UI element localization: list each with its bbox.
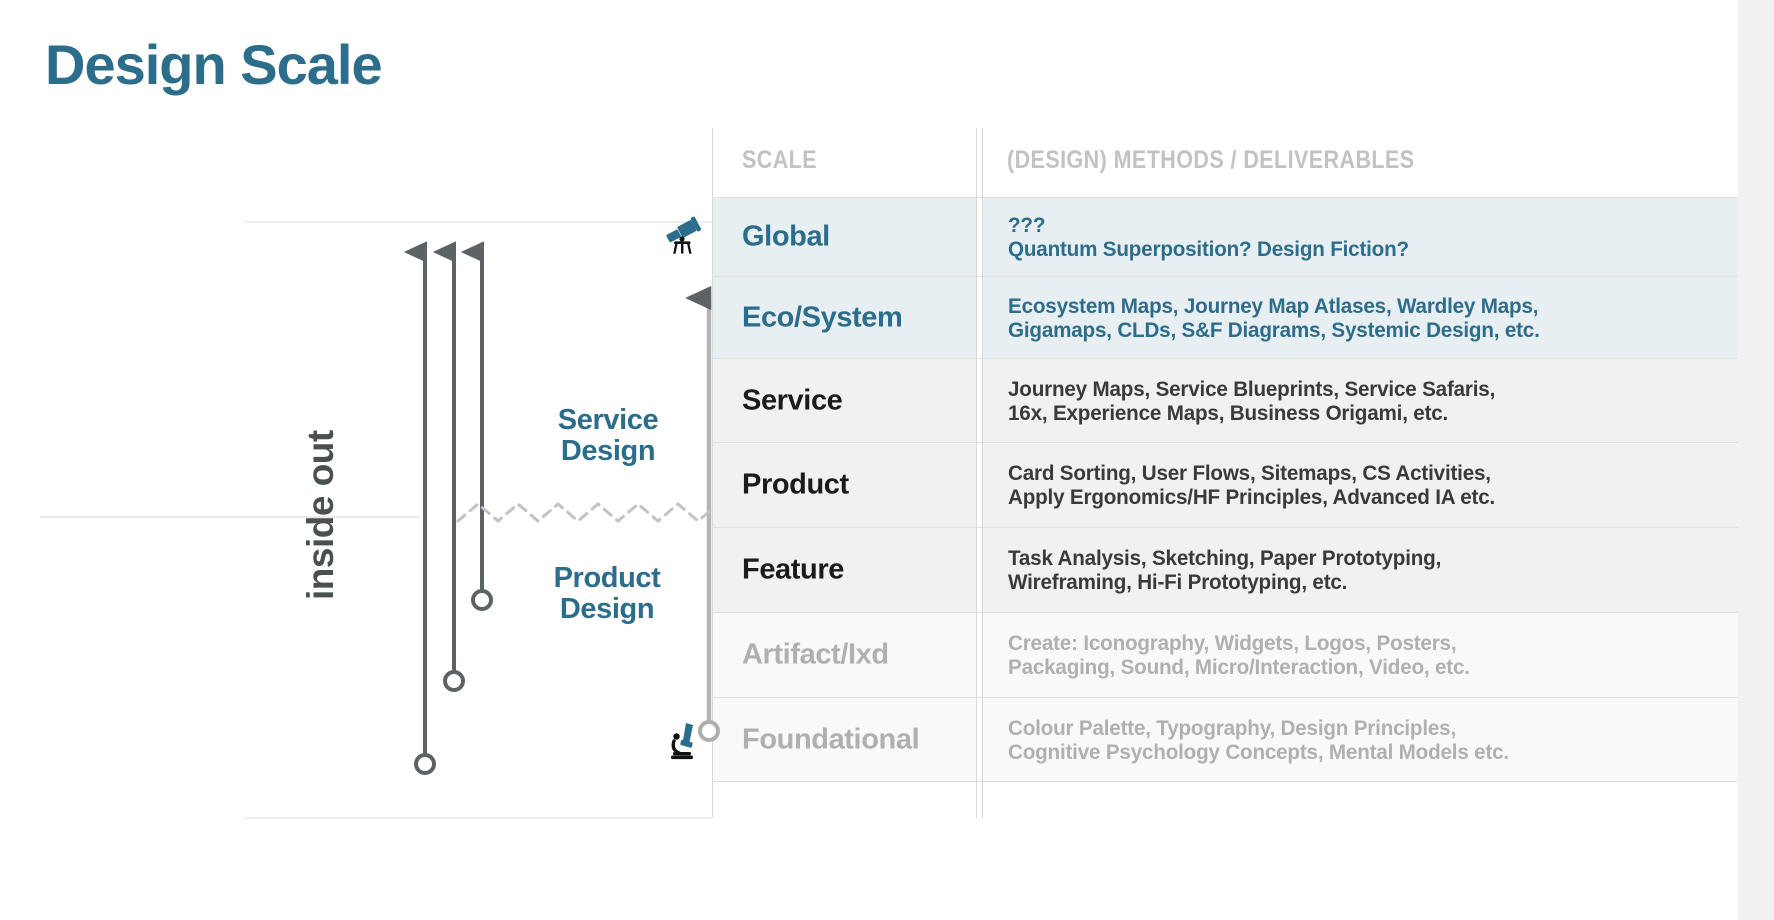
- column-divider-mid-a: [976, 128, 977, 818]
- scale-label-global: Global: [742, 220, 830, 253]
- row-scale-cell-bg: [713, 198, 976, 276]
- column-header-scale: SCALE: [742, 146, 818, 174]
- row-methods-cell-bg: [983, 359, 1738, 442]
- table-row[interactable]: Feature Task Analysis, Sketching, Paper …: [712, 527, 1738, 612]
- row-scale-cell-bg: [713, 698, 976, 781]
- design-scale-table: SCALE (DESIGN) METHODS / DELIVERABLES Gl…: [666, 128, 1738, 818]
- column-divider-left: [712, 128, 713, 818]
- methods-line-1: ???: [1008, 212, 1046, 237]
- row-methods-cell-bg: [983, 613, 1738, 697]
- microscope-icon: [660, 716, 708, 764]
- row-methods-cell-bg: [983, 277, 1738, 358]
- scale-label-foundational: Foundational: [742, 723, 920, 755]
- flow-label-line-1: Product: [553, 562, 661, 594]
- methods-line-1: Journey Maps, Service Blueprints, Servic…: [1008, 376, 1496, 401]
- row-scale-cell-bg: [713, 359, 976, 442]
- methods-line-2: Wireframing, Hi-Fi Prototyping, etc.: [1008, 570, 1348, 594]
- flow-label-service-design: Service Design: [548, 405, 668, 466]
- flow-label-line-2: Design: [560, 434, 656, 467]
- telescope-icon: [660, 213, 708, 261]
- methods-line-2: Apply Ergonomics/HF Principles, Advanced…: [1008, 485, 1496, 509]
- row-methods-cell-bg: [983, 528, 1738, 612]
- methods-line-2: 16x, Experience Maps, Business Origami, …: [1008, 400, 1449, 425]
- methods-line-2: Cognitive Psychology Concepts, Mental Mo…: [1008, 739, 1509, 764]
- methods-line-1: Create: Iconography, Widgets, Logos, Pos…: [1008, 630, 1457, 655]
- table-row[interactable]: Eco/System Ecosystem Maps, Journey Map A…: [712, 276, 1738, 358]
- row-scale-cell-bg: [713, 528, 976, 612]
- table-row[interactable]: Foundational Colour Palette, Typography,…: [671, 697, 1738, 782]
- row-scale-cell-bg: [713, 443, 976, 527]
- methods-text-service: Journey Maps, Service Blueprints, Servic…: [1008, 376, 1495, 424]
- table-row[interactable]: Artifact/Ixd Create: Iconography, Widget…: [712, 612, 1738, 697]
- methods-text-foundational: Colour Palette, Typography, Design Princ…: [1008, 715, 1509, 763]
- methods-line-1: Colour Palette, Typography, Design Princ…: [1008, 715, 1457, 740]
- methods-line-1: Card Sorting, User Flows, Sitemaps, CS A…: [1008, 460, 1491, 485]
- table-row[interactable]: Service Journey Maps, Service Blueprints…: [712, 358, 1738, 442]
- scale-label-ecosystem: Eco/System: [742, 301, 903, 333]
- methods-text-ecosystem: Ecosystem Maps, Journey Map Atlases, War…: [1008, 293, 1540, 341]
- scale-label-product: Product: [742, 468, 849, 501]
- methods-line-2: Quantum Superposition? Design Fiction?: [1008, 237, 1409, 261]
- row-methods-cell-bg: [983, 698, 1738, 781]
- axis-label-inside-out: inside out: [300, 430, 341, 600]
- page-title: Design Scale: [45, 33, 383, 96]
- table-row[interactable]: Product Card Sorting, User Flows, Sitema…: [712, 442, 1738, 527]
- methods-text-product: Card Sorting, User Flows, Sitemaps, CS A…: [1008, 461, 1495, 509]
- scale-label-service: Service: [742, 384, 843, 416]
- row-scale-cell-bg: [713, 277, 976, 358]
- column-divider-mid-b: [982, 128, 983, 818]
- right-gutter: [1738, 0, 1774, 920]
- zigzag-separator: [456, 502, 712, 523]
- methods-line-1: Task Analysis, Sketching, Paper Prototyp…: [1008, 545, 1442, 570]
- methods-line-2: Packaging, Sound, Micro/Interaction, Vid…: [1008, 655, 1470, 679]
- row-methods-cell-bg: [983, 198, 1738, 276]
- flow-label-line-1: Service: [557, 404, 659, 436]
- flow-label-line-2: Design: [559, 592, 655, 625]
- scale-label-artifact-ixd: Artifact/Ixd: [742, 638, 889, 671]
- arrow-inside-out-long: [403, 241, 436, 775]
- methods-text-global: ??? Quantum Superposition? Design Fictio…: [1008, 213, 1409, 261]
- methods-line-1: Ecosystem Maps, Journey Map Atlases, War…: [1008, 293, 1539, 318]
- arrow-inside-out-short: [460, 241, 493, 611]
- row-scale-cell-bg: [713, 613, 976, 697]
- methods-text-artifact-ixd: Create: Iconography, Widgets, Logos, Pos…: [1008, 631, 1470, 679]
- table-header-row: SCALE (DESIGN) METHODS / DELIVERABLES: [712, 128, 1738, 197]
- arrow-inside-out-medium: [432, 241, 465, 692]
- table-row[interactable]: Global ??? Quantum Superposit: [666, 197, 1738, 276]
- methods-line-2: Gigamaps, CLDs, S&F Diagrams, Systemic D…: [1008, 317, 1540, 342]
- row-methods-cell-bg: [983, 443, 1738, 527]
- methods-text-feature: Task Analysis, Sketching, Paper Prototyp…: [1008, 546, 1441, 594]
- scale-label-feature: Feature: [742, 553, 844, 586]
- flow-label-product-design: Product Design: [542, 563, 672, 624]
- column-header-methods: (DESIGN) METHODS / DELIVERABLES: [1007, 146, 1415, 174]
